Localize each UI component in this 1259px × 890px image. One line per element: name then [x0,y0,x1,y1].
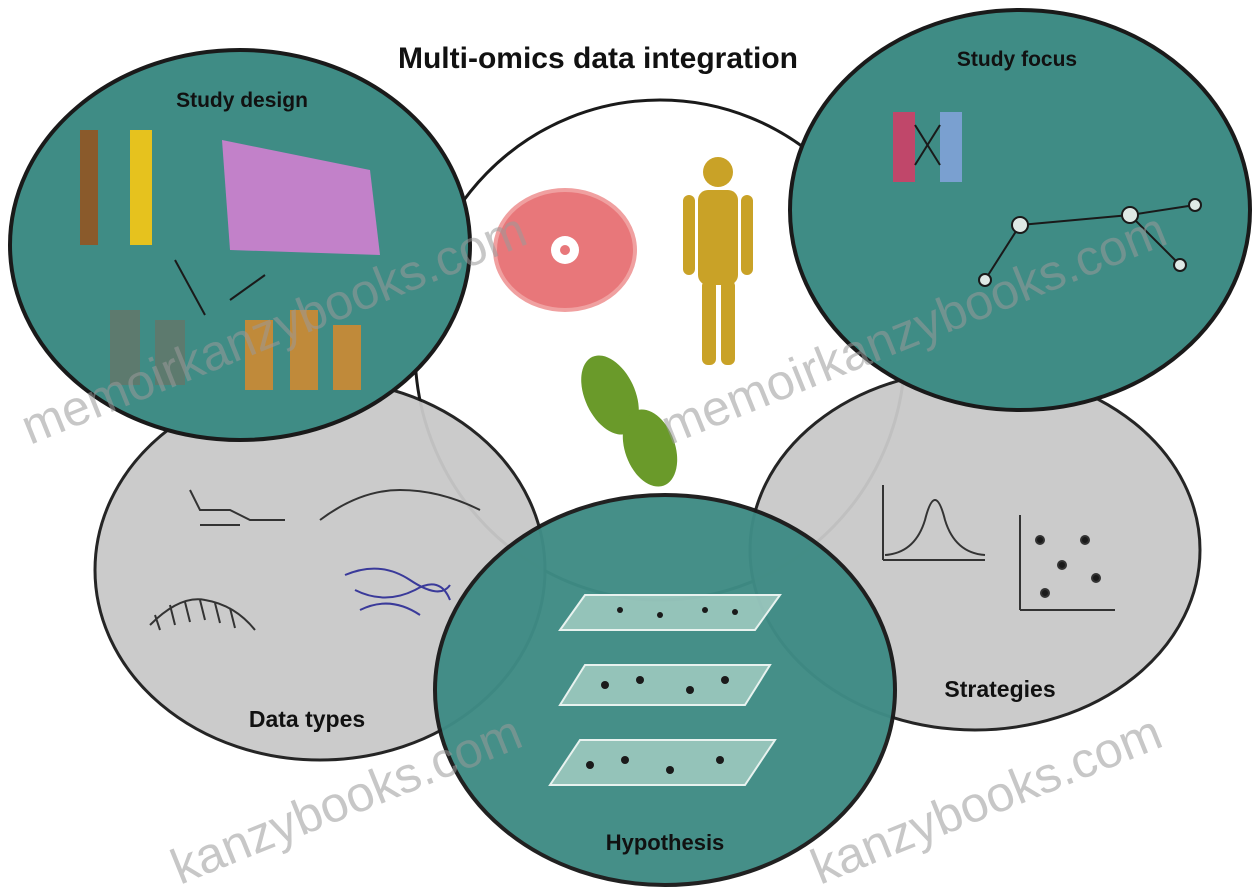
protein-structure-icon [344,567,451,616]
network-icon [978,198,1202,287]
gel-image-icon [222,140,380,255]
label-study-focus: Study focus [957,48,1077,71]
study-focus-circle [788,8,1252,412]
label-data-types: Data types [249,706,365,732]
human-figure-icon [683,157,753,365]
label-study-design: Study design [176,89,308,112]
data-types-content [149,488,481,631]
strategies-content [882,485,1115,611]
label-hypothesis: Hypothesis [606,830,725,855]
molecule-icon [189,489,285,521]
bar-yellow-icon [130,130,152,245]
bacterium-icon [581,355,678,487]
layered-network-icon [548,594,782,786]
scatter-plot-icon [1019,515,1115,611]
organisms [493,157,753,487]
network-nodes [586,607,738,774]
bar-brown-icon [80,130,98,245]
bar-chart-icon [245,320,273,390]
dna-helix-icon [319,488,481,521]
label-strategies: Strategies [944,676,1055,702]
study-focus-content [893,112,1202,287]
study-design-content [80,130,380,390]
diagram-title: Multi-omics data integration [398,42,798,75]
bell-curve-icon [882,485,986,561]
